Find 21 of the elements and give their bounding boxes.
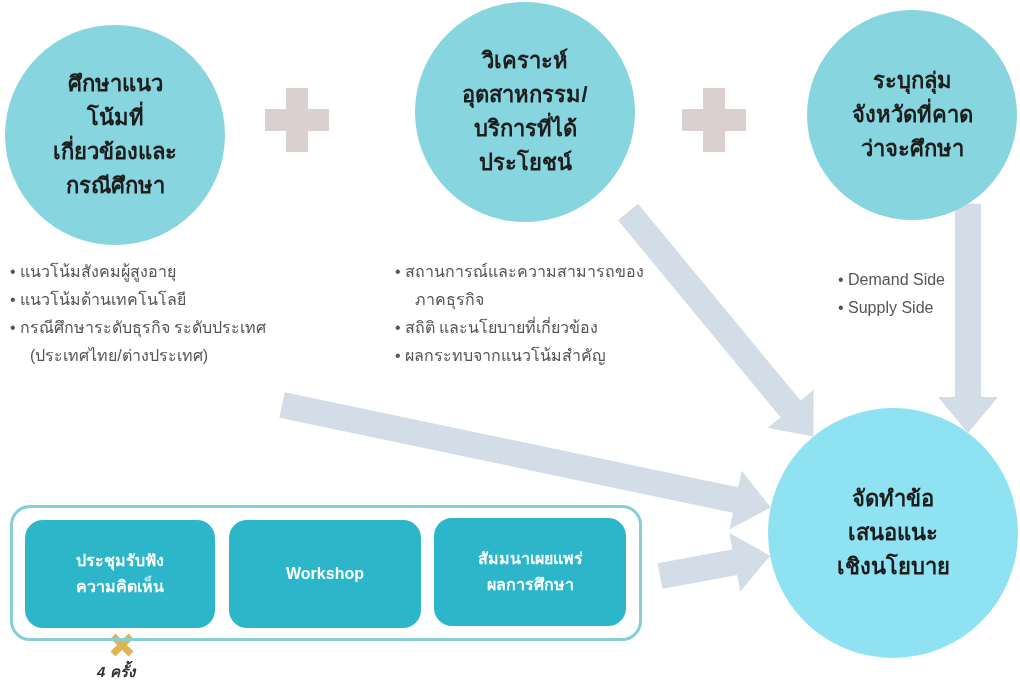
activity-card [229,520,421,628]
bullet-item: • Demand Side [838,270,946,290]
card-label: Workshop [285,564,365,585]
circle-label: ระบุกลุ่มจังหวัดที่คาดว่าจะศึกษา [850,66,974,164]
bullet-item: • แนวโน้มสังคมผู้สูงอายุ [10,261,178,284]
count-note: 4 ครั้ง [97,660,135,682]
bullet-item: • สถิติ และนโยบายที่เกี่ยวข้อง [395,316,600,338]
group-frame [10,505,642,641]
card-label: ประชุมรับฟังความคิดเห็น [75,551,165,597]
activity-card [25,520,215,628]
bullet-item: • Supply Side [838,298,935,318]
circle-label: จัดทำข้อเสนอแนะเชิงนโยบาย [835,484,951,582]
block-arrow [938,203,998,433]
bullet-item: • สถานการณ์และความสามารถของภาคธุรกิจ [395,261,646,312]
circle-label: ศึกษาแนวโน้มที่เกี่ยวข้องและกรณีศึกษา [52,69,178,201]
bullet-item: • แนวโน้มด้านเทคโนโลยี [10,289,188,310]
bullet-item: • กรณีศึกษาระดับธุรกิจ ระดับประเทศ (ประเทศไทย/ต่างประเทศ) [10,318,268,366]
bullet-item: • ผลกระทบจากแนวโน้มสำคัญ [395,345,608,367]
card-label: สัมมนาเผยแพร่ผลการศึกษา [476,549,584,595]
circle-label: วิเคราะห์อุตสาหกรรม/บริการที่ได้ประโยชน์ [461,46,589,178]
activity-card [434,518,626,626]
